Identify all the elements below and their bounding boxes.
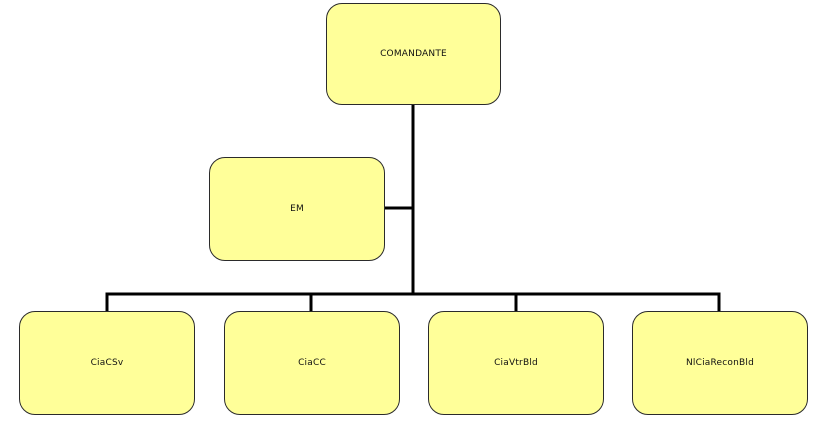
staff-node: EM <box>209 157 385 261</box>
company-node-nlciareconbld: NlCiaReconBld <box>632 311 808 415</box>
company-node-ciavtrbld: CiaVtrBld <box>428 311 604 415</box>
company-label: CiaVtrBld <box>494 358 538 368</box>
company-label: CiaCSv <box>90 358 124 368</box>
company-node-ciacsv: CiaCSv <box>19 311 195 415</box>
company-node-ciacc: CiaCC <box>224 311 400 415</box>
commander-node: COMANDANTE <box>326 3 501 105</box>
staff-label: EM <box>290 204 304 214</box>
company-label: CiaCC <box>298 358 326 368</box>
commander-label: COMANDANTE <box>380 49 447 59</box>
company-label: NlCiaReconBld <box>685 358 755 368</box>
